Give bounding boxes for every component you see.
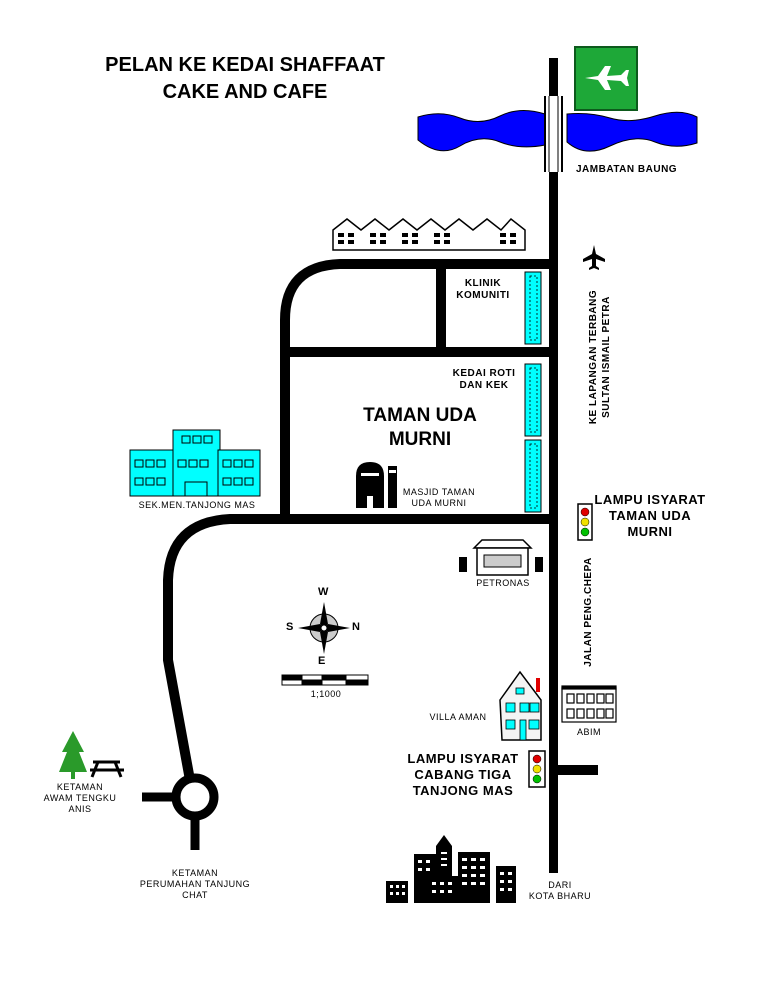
terrace-houses-icon	[332, 217, 526, 251]
city-skyline-icon	[386, 835, 516, 903]
house-icon	[499, 670, 542, 741]
airplane-icon	[583, 245, 605, 270]
petrol-station-icon	[459, 539, 543, 576]
picnic-table-icon	[90, 760, 124, 778]
park-label: KETAMAN AWAM TENGKU ANIS	[43, 782, 117, 814]
bridge-label: JAMBATAN BAUNG	[576, 164, 678, 175]
bridge	[544, 96, 563, 172]
title-line-2: CAKE AND CAFE	[162, 81, 328, 103]
petronas-label: PETRONAS	[476, 578, 530, 588]
taman-label: TAMAN UDA MURNI	[363, 405, 477, 450]
compass-top-label: W	[318, 586, 329, 598]
mosque-icon	[356, 462, 397, 508]
river-left	[417, 110, 546, 152]
school-building	[129, 429, 261, 497]
compass-rose-icon	[298, 602, 350, 654]
traffic-light-1-label: LAMPU ISYARAT TAMAN UDA MURNI	[594, 492, 706, 539]
jalan-label: JALAN PENG.CHEPA	[583, 557, 594, 667]
traffic-light-2-label: LAMPU ISYARAT CABANG TIGA TANJONG MAS	[407, 751, 519, 798]
abim-label: ABIM	[576, 727, 601, 737]
mosque-label: MASJID TAMAN UDA MURNI	[402, 487, 476, 508]
clinic-building	[524, 271, 542, 345]
traffic-light-icon	[577, 503, 593, 541]
bakery-label: KEDAI ROTI DAN KEK	[452, 368, 516, 391]
taman-top-road	[280, 259, 552, 518]
housing-label: KETAMAN PERUMAHAN TANJUNG CHAT	[139, 868, 251, 900]
compass-left-label: S	[286, 621, 294, 633]
compass-right-label: N	[352, 621, 360, 633]
traffic-light-2-icon	[528, 750, 546, 788]
abim-building	[561, 685, 617, 723]
school-label: SEK.MEN.TANJONG MAS	[138, 500, 256, 510]
airplane-sign-icon	[574, 46, 638, 111]
tree-icon	[59, 731, 87, 779]
roundabout	[171, 773, 219, 821]
shop-row-building	[524, 439, 542, 513]
villa-label: VILLA AMAN	[429, 712, 487, 722]
west-road	[163, 514, 290, 781]
bakery-building	[524, 363, 542, 437]
river-right	[566, 111, 698, 152]
compass-bottom-label: E	[318, 655, 326, 667]
map-title: PELAN KE KEDAI SHAFFAAT CAKE AND CAFE	[70, 52, 420, 106]
airport-road-label: KE LAPANGAN TERBANG SULTAN ISMAIL PETRA	[588, 289, 612, 425]
title-line-1: PELAN KE KEDAI SHAFFAAT	[105, 54, 385, 76]
from-kota-bharu-label: DARI KOTA BHARU	[528, 880, 592, 901]
scale-bar	[281, 674, 369, 686]
scale-label: 1;1000	[310, 689, 342, 699]
clinic-label: KLINIK KOMUNITI	[456, 278, 510, 301]
main-road	[549, 58, 558, 873]
